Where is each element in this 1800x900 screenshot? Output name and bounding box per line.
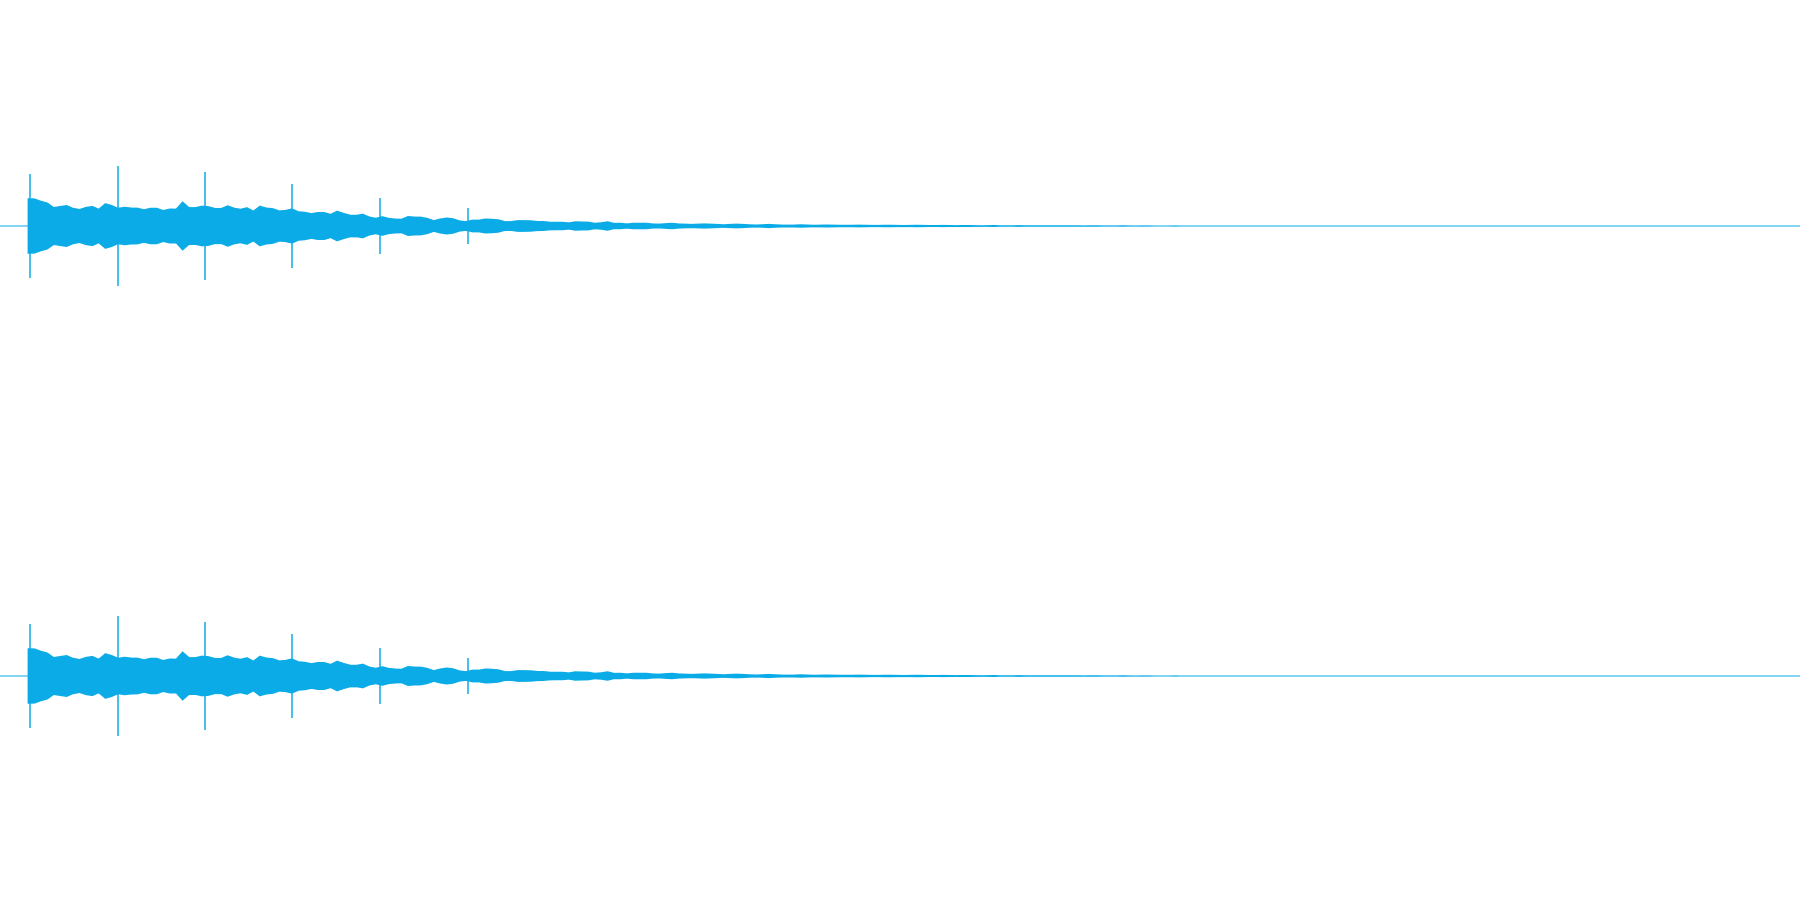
- waveform-track-right[interactable]: [0, 616, 1800, 736]
- left-channel-waveform: [27, 198, 1214, 254]
- right-channel-waveform: [27, 648, 1214, 704]
- waveform-track-left[interactable]: [0, 166, 1800, 286]
